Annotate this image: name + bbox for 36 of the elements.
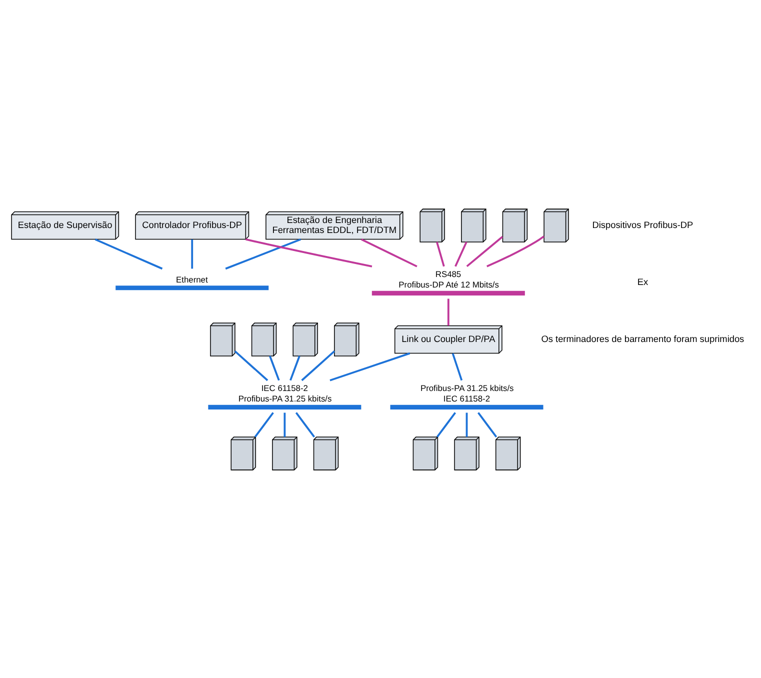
connector — [290, 355, 300, 380]
connector — [454, 241, 468, 266]
connector — [301, 350, 336, 381]
label: Os terminadores de barramento foram suprimidos — [541, 333, 744, 344]
connector — [191, 238, 194, 268]
connector — [486, 235, 544, 267]
node-bar — [390, 404, 544, 409]
connector — [452, 352, 463, 380]
connector — [330, 352, 410, 381]
node-label: IEC 61158-2 — [443, 393, 490, 404]
node-label: Ethernet — [176, 274, 208, 284]
connector — [466, 235, 504, 267]
connector — [478, 412, 498, 438]
node-label: Profibus-PA 31.25 kbits/s — [238, 393, 332, 404]
connector — [254, 412, 274, 438]
node-bar — [116, 285, 269, 290]
connector — [245, 238, 372, 267]
node-label: RS485 — [435, 268, 462, 278]
connector — [295, 412, 316, 438]
connector — [436, 412, 456, 438]
node-bar — [372, 290, 525, 295]
node-label: IEC 61158-2 — [261, 382, 308, 392]
node-label: Profibus-PA 31.25 kbits/s — [420, 382, 514, 392]
label: Ex — [637, 276, 648, 286]
label: Dispositivos Profibus-DP — [592, 219, 694, 230]
connector — [284, 412, 286, 436]
connector — [234, 350, 268, 381]
node-label: Profibus-DP Até 12 Mbits/s — [398, 279, 499, 290]
node-bar — [208, 404, 362, 409]
connector — [94, 238, 163, 270]
connector — [361, 238, 418, 267]
connector — [225, 238, 302, 270]
connector — [436, 241, 445, 266]
connector — [466, 412, 468, 436]
connector — [447, 298, 450, 326]
connector — [268, 355, 280, 380]
